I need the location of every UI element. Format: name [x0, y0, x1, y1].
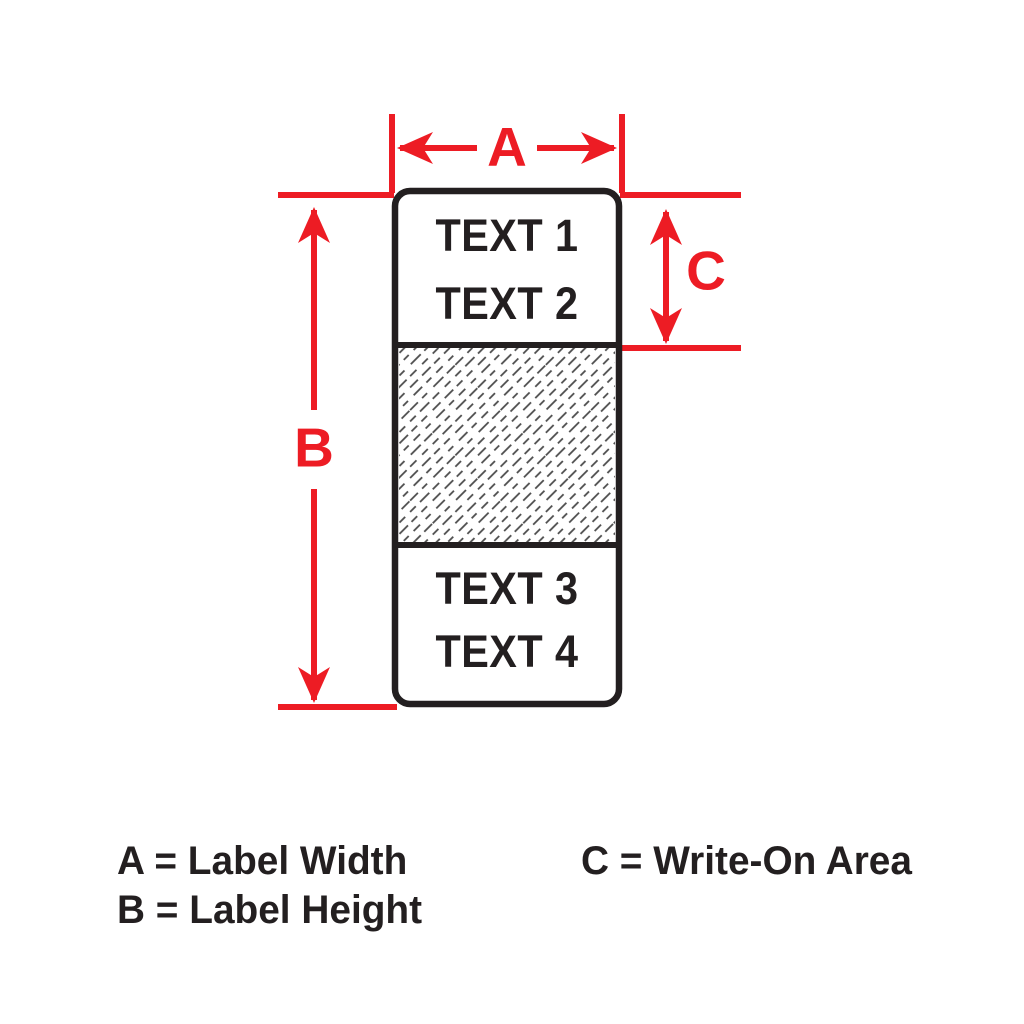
label-text-line-2: TEXT 2 — [435, 278, 579, 329]
hatched-area — [399, 348, 615, 542]
label-text-line-1: TEXT 1 — [435, 210, 579, 261]
label-outline — [391, 187, 623, 708]
dim-label-c: C — [686, 239, 726, 302]
legend-item-label-height: B = Label Height — [117, 888, 423, 932]
legend-item-write-on-area: C = Write-On Area — [581, 839, 912, 883]
legend-item-label-width: A = Label Width — [117, 839, 408, 883]
dim-label-b: B — [294, 416, 334, 479]
label-text-line-3: TEXT 3 — [435, 563, 579, 614]
dim-label-a: A — [487, 115, 527, 178]
label-text-line-4: TEXT 4 — [435, 626, 579, 677]
